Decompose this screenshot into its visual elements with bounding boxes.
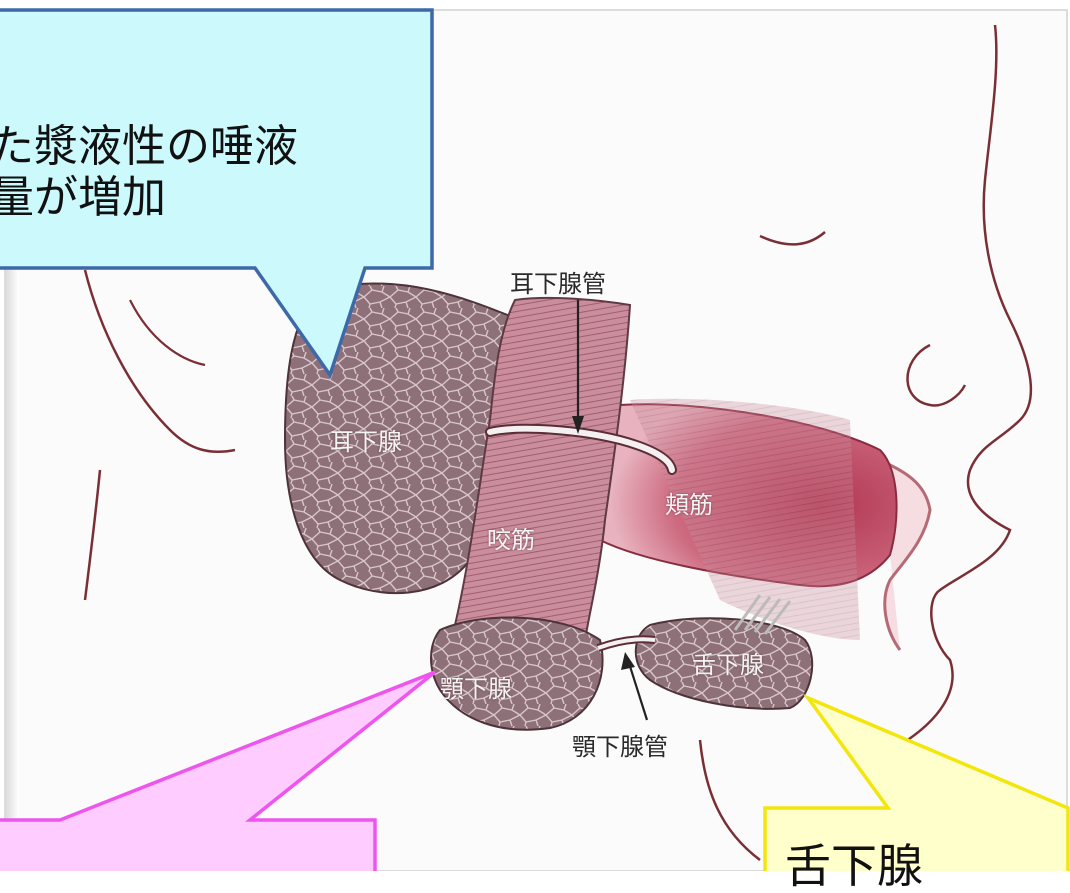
label-submandibular-gland: 顎下腺 xyxy=(440,677,512,701)
yellow-callout-text: 舌下腺 xyxy=(785,840,923,893)
blue-callout-text: た漿液性の唾液 量が増加 xyxy=(0,122,298,223)
label-parotid-duct: 耳下腺管 xyxy=(510,272,606,296)
anatomy-figure: 耳下腺管 耳下腺 咬筋 頬筋 舌下腺 顎下腺 顎下腺管 た漿液性の唾液 量が増加… xyxy=(0,0,1070,871)
label-submandibular-duct: 顎下腺管 xyxy=(572,735,668,759)
blue-callout-line2: 量が増加 xyxy=(0,173,298,224)
label-parotid-gland: 耳下腺 xyxy=(330,430,402,454)
label-buccinator: 頬筋 xyxy=(665,493,713,517)
label-masseter: 咬筋 xyxy=(487,528,535,552)
label-sublingual-gland: 舌下腺 xyxy=(692,653,764,677)
blue-callout-line1: た漿液性の唾液 xyxy=(0,122,298,173)
